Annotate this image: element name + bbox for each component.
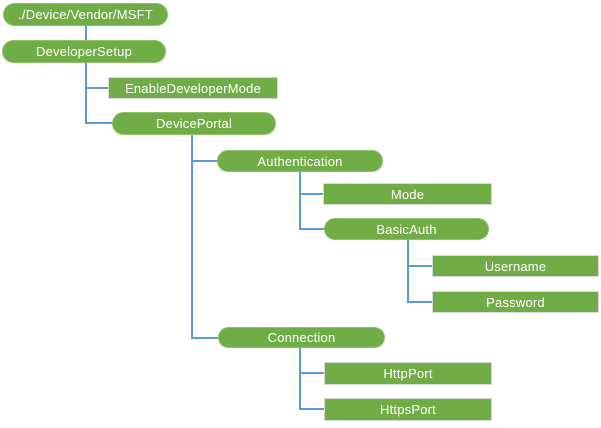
tree-node-httpsport: HttpsPort <box>324 398 492 421</box>
connector-root-devsetup <box>85 26 87 40</box>
connector-branch-basicauth <box>300 228 325 230</box>
connector-trunk-authentication <box>299 172 301 230</box>
connector-branch-connection <box>192 337 219 339</box>
connector-branch-username <box>408 265 433 267</box>
connector-trunk-connection <box>299 348 301 410</box>
connector-trunk-basicauth <box>407 240 409 303</box>
tree-node-username: Username <box>432 255 599 277</box>
tree-node-authentication: Authentication <box>217 150 383 172</box>
connector-trunk-deviceportal <box>191 135 193 339</box>
connector-branch-enabledevelopermode <box>86 87 109 89</box>
tree-node-device-vendor-msft: ./Device/Vendor/MSFT <box>3 3 168 26</box>
tree-node-connection: Connection <box>218 327 385 348</box>
connector-branch-authentication <box>192 160 218 162</box>
connector-branch-mode <box>300 193 324 195</box>
tree-node-enabledevelopermode: EnableDeveloperMode <box>108 77 278 99</box>
connector-trunk-devsetup <box>85 62 87 124</box>
connector-branch-password <box>408 301 433 303</box>
tree-node-basicauth: BasicAuth <box>324 218 489 240</box>
tree-node-password: Password <box>432 291 599 313</box>
tree-node-mode: Mode <box>323 183 492 205</box>
tree-node-developersetup: DeveloperSetup <box>2 40 166 63</box>
connector-branch-deviceportal <box>86 122 113 124</box>
connector-branch-httpsport <box>300 408 325 410</box>
tree-node-httpport: HttpPort <box>324 362 492 385</box>
connector-branch-httpport <box>300 372 325 374</box>
tree-node-deviceportal: DevicePortal <box>112 112 276 135</box>
